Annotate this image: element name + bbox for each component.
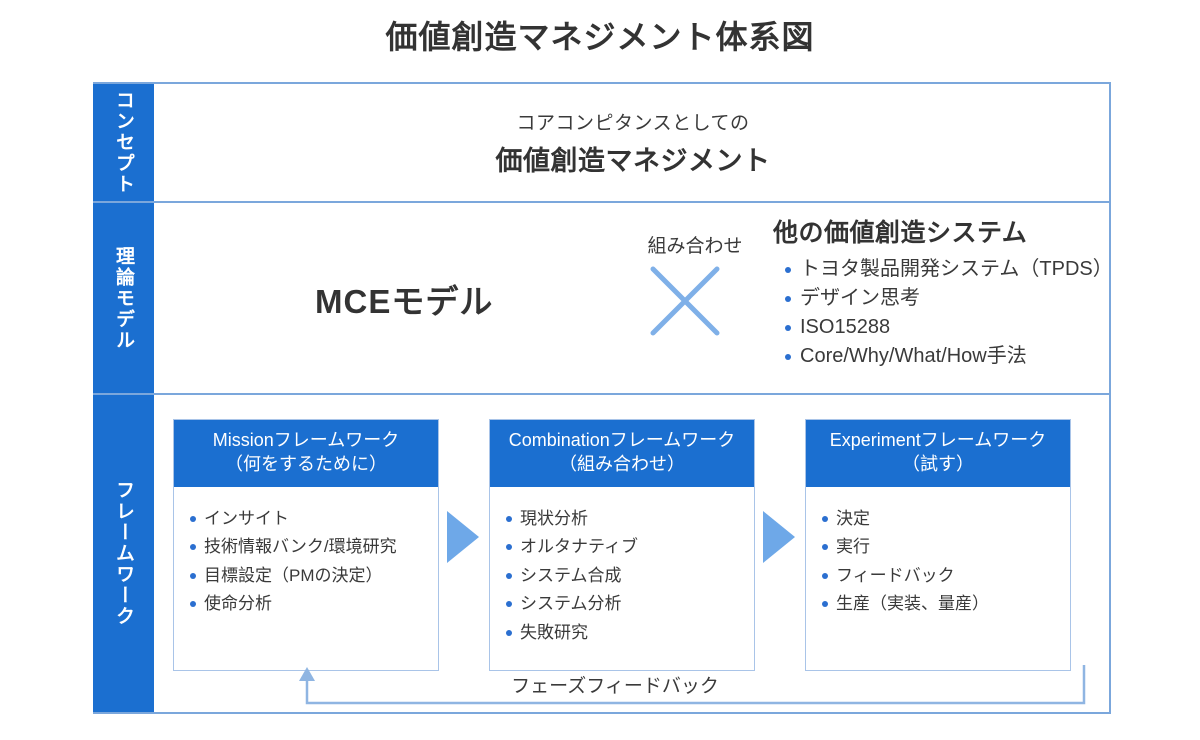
- feedback-arrow-icon: [299, 665, 1086, 705]
- sidebar-tab-concept-label: コンセプト: [113, 90, 134, 195]
- framework-card-experiment-title: Experimentフレームワーク: [829, 430, 1047, 450]
- frame-right-border: [1109, 82, 1111, 714]
- list-item: システム合成: [506, 562, 746, 591]
- diagram-frame: コンセプト 理論モデル フレームワーク コアコンピタンスとしての 価値創造マネジ…: [93, 82, 1113, 714]
- phase-feedback-loop: フェーズフィードバック: [155, 665, 1111, 712]
- list-item: ISO15288: [785, 313, 1113, 342]
- framework-card-combination-subtitle: （組み合わせ）: [559, 453, 685, 474]
- phase-feedback-label: フェーズフィードバック: [435, 671, 795, 698]
- framework-card-combination-title: Combinationフレームワーク: [508, 430, 736, 450]
- other-systems-block: 他の価値創造システム トヨタ製品開発システム（TPDS） デザイン思考 ISO1…: [773, 213, 1113, 371]
- arrow-right-icon-mission-to-combination: [447, 511, 479, 563]
- concept-row-content: コアコンピタンスとしての 価値創造マネジメント: [155, 84, 1111, 201]
- mce-model-label: MCEモデル: [315, 283, 494, 320]
- framework-card-combination-header: Combinationフレームワーク （組み合わせ）: [490, 420, 754, 487]
- other-systems-list: トヨタ製品開発システム（TPDS） デザイン思考 ISO15288 Core/W…: [773, 255, 1113, 371]
- framework-card-experiment-header: Experimentフレームワーク （試す）: [806, 420, 1070, 487]
- framework-card-combination-list: 現状分析 オルタナティブ システム合成 システム分析 失敗研究: [506, 505, 746, 648]
- list-item: 失敗研究: [506, 619, 746, 648]
- list-item: 目標設定（PMの決定）: [190, 562, 430, 591]
- framework-card-mission-header: Missionフレームワーク （何をするために）: [174, 420, 438, 487]
- other-systems-title: 他の価値創造システム: [773, 219, 1028, 247]
- framework-card-experiment-list: 決定 実行 フィードバック 生産（実装、量産）: [822, 505, 1062, 619]
- list-item: 技術情報バンク/環境研究: [190, 533, 430, 562]
- list-item: 現状分析: [506, 505, 746, 534]
- framework-row: Missionフレームワーク （何をするために） インサイト 技術情報バンク/環…: [155, 395, 1111, 712]
- framework-card-experiment-subtitle: （試す）: [902, 453, 974, 474]
- list-item: システム分析: [506, 590, 746, 619]
- framework-card-mission-list: インサイト 技術情報バンク/環境研究 目標設定（PMの決定） 使命分析: [190, 505, 430, 619]
- theory-model-row: MCEモデル 組み合わせ 他の価値創造システム トヨタ製品開発システム（TPDS…: [155, 203, 1113, 393]
- framework-card-experiment-body: 決定 実行 フィードバック 生産（実装、量産）: [806, 487, 1070, 627]
- sidebar-tab-framework[interactable]: フレームワーク: [93, 395, 154, 712]
- frame-bottom-border: [93, 712, 1111, 714]
- concept-subtitle: コアコンピタンスとしての: [516, 112, 750, 134]
- row-divider-theory-framework: [93, 393, 1111, 395]
- page-title: 価値創造マネジメント体系図: [385, 19, 815, 55]
- list-item: オルタナティブ: [506, 533, 746, 562]
- framework-card-mission[interactable]: Missionフレームワーク （何をするために） インサイト 技術情報バンク/環…: [173, 419, 439, 671]
- arrow-right-icon-combination-to-experiment: [763, 511, 795, 563]
- concept-row: コアコンピタンスとしての 価値創造マネジメント: [155, 84, 1111, 201]
- sidebar-tab-theory-model[interactable]: 理論モデル: [93, 203, 154, 393]
- list-item: トヨタ製品開発システム（TPDS）: [785, 255, 1113, 284]
- list-item: デザイン思考: [785, 284, 1113, 313]
- framework-card-combination-body: 現状分析 オルタナティブ システム合成 システム分析 失敗研究: [490, 487, 754, 656]
- list-item: 使命分析: [190, 590, 430, 619]
- framework-card-mission-body: インサイト 技術情報バンク/環境研究 目標設定（PMの決定） 使命分析: [174, 487, 438, 627]
- framework-card-combination[interactable]: Combinationフレームワーク （組み合わせ） 現状分析 オルタナティブ …: [489, 419, 755, 671]
- list-item: 生産（実装、量産）: [822, 590, 1062, 619]
- cross-icon: [650, 266, 720, 336]
- sidebar-tab-theory-model-label: 理論モデル: [113, 245, 134, 351]
- framework-card-experiment[interactable]: Experimentフレームワーク （試す） 決定 実行 フィードバック 生産（…: [805, 419, 1071, 671]
- sidebar-tab-concept[interactable]: コンセプト: [93, 84, 154, 201]
- list-item: 決定: [822, 505, 1062, 534]
- sidebar-tab-framework-label: フレームワーク: [113, 480, 134, 627]
- concept-main-title: 価値創造マネジメント: [495, 145, 771, 176]
- list-item: インサイト: [190, 505, 430, 534]
- list-item: 実行: [822, 533, 1062, 562]
- framework-card-mission-title: Missionフレームワーク: [212, 430, 400, 450]
- combination-label: 組み合わせ: [647, 236, 743, 257]
- frame-top-border: [93, 82, 1111, 84]
- row-divider-concept-theory: [93, 201, 1111, 203]
- framework-card-mission-subtitle: （何をするために）: [225, 453, 387, 474]
- list-item: Core/Why/What/How手法: [785, 342, 1113, 371]
- list-item: フィードバック: [822, 562, 1062, 591]
